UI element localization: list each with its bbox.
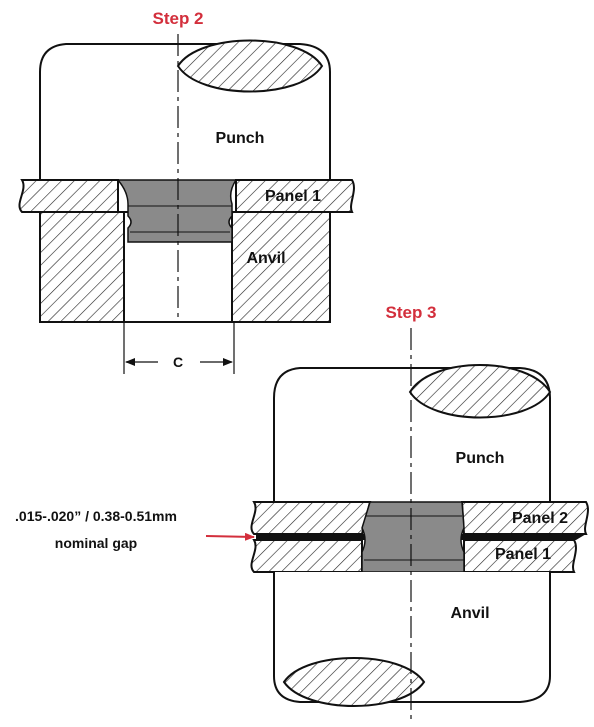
step3-anvil-label: Anvil: [450, 605, 489, 622]
step2-anvil-label: Anvil: [246, 250, 285, 267]
step3-group: Step 3 Punch Panel 2 Panel 1 Anv: [15, 303, 589, 722]
step3-title: Step 3: [385, 303, 436, 322]
step3-punch-label: Punch: [456, 450, 505, 467]
step3-anvil: [273, 572, 551, 707]
step2-punch: [39, 39, 331, 180]
step2-panel1-label: Panel 1: [265, 188, 321, 205]
step3-punch: [273, 364, 552, 502]
gap-note-line1: .015-.020” / 0.38-0.51mm: [15, 508, 177, 524]
step3-panel2-label: Panel 2: [512, 510, 568, 527]
step3-fastener: [361, 501, 465, 573]
step3-panel1: [250, 539, 577, 573]
step3-punch-section-hatch: [408, 364, 552, 419]
dimension-c-label: C: [173, 354, 183, 370]
step3-panel2: [250, 501, 589, 535]
step2-fastener: [116, 179, 238, 243]
dimension-c: [123, 322, 235, 374]
step2-punch-label: Punch: [216, 130, 265, 147]
step2-group: Step 2 Punch Panel 1 Anvil: [18, 9, 355, 374]
punch-section-hatch: [176, 39, 324, 93]
gap-note-line2: nominal gap: [55, 535, 137, 551]
anvil-section-hatch: [282, 657, 426, 707]
step3-panel1-label: Panel 1: [495, 546, 551, 563]
gap-arrow: [205, 532, 255, 541]
step2-title: Step 2: [152, 9, 203, 28]
